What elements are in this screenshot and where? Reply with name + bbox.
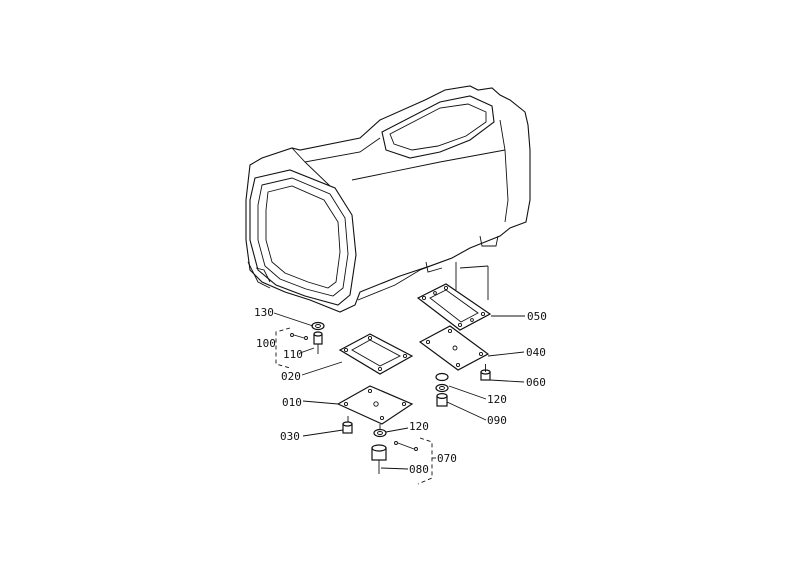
callout-040: 040 (526, 346, 546, 359)
plug-assembly-100 (275, 321, 325, 369)
leader-lines (273, 312, 525, 470)
gasket-020 (338, 333, 414, 375)
gasket-050 (416, 283, 492, 331)
callout-100: 100 (256, 337, 276, 350)
callout-030: 030 (280, 430, 300, 443)
bolt-060 (480, 364, 491, 381)
callout-050: 050 (527, 310, 547, 323)
callout-120-right: 120 (487, 393, 507, 406)
cover-plate-010 (336, 385, 414, 425)
callout-010: 010 (282, 396, 302, 409)
cover-plate-040 (418, 325, 490, 371)
callout-120-bottom: 120 (409, 420, 429, 433)
callout-110: 110 (283, 348, 303, 361)
callout-080: 080 (409, 463, 429, 476)
transmission-case (245, 85, 531, 313)
drain-assembly-070 (371, 424, 433, 485)
callout-090: 090 (487, 414, 507, 427)
callout-070: 070 (437, 452, 457, 465)
bolt-030 (342, 416, 353, 434)
callout-060: 060 (526, 376, 546, 389)
callout-130: 130 (254, 306, 274, 319)
callout-labels: 130 100 110 020 010 030 050 040 060 120 … (254, 306, 547, 476)
drain-plug-090 (435, 372, 449, 407)
callout-020: 020 (281, 370, 301, 383)
